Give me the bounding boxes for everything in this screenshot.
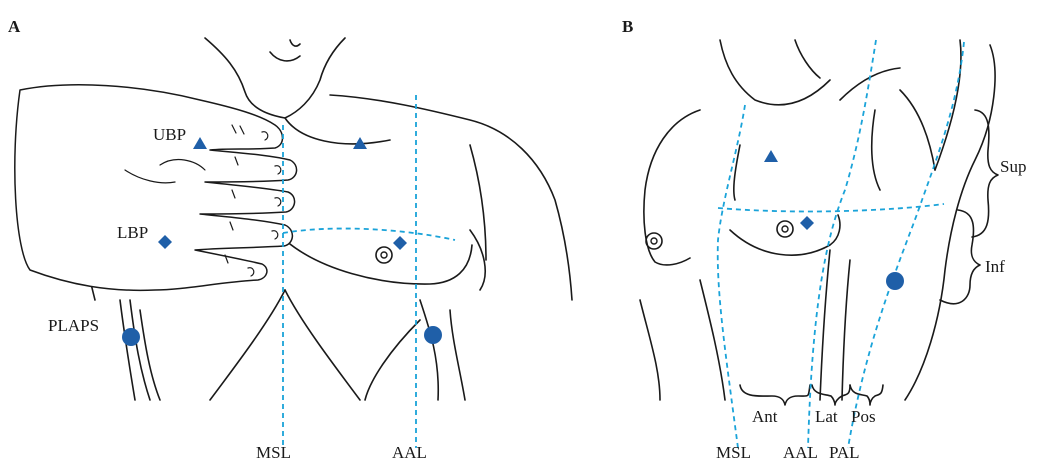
panel-a-label: A: [8, 17, 21, 36]
panel-b-plaps-circle-marker: [886, 272, 904, 290]
panel-a-lower-point-diamond-marker: [393, 236, 407, 250]
panel-b-horizontal-line: [718, 204, 944, 211]
panel-b-msl-line: [718, 105, 745, 448]
panel-b-inf-label: Inf: [985, 257, 1005, 276]
panel-b-msl-label: MSL: [716, 443, 751, 462]
panel-a-lbp-label: LBP: [117, 223, 148, 242]
panel-b-pos-label: Pos: [851, 407, 876, 426]
panel-a-plaps-circle-marker: [122, 328, 140, 346]
panel-a: A: [8, 17, 572, 462]
panel-b: B: [622, 17, 1026, 462]
panel-b-upper-point-triangle-marker: [764, 150, 778, 162]
panel-b-torso-outline: [640, 40, 995, 400]
panel-a-examiner-hand: [15, 85, 297, 291]
panel-a-plaps-label: PLAPS: [48, 316, 99, 335]
panel-b-pal-label: PAL: [829, 443, 860, 462]
panel-a-nipple: [376, 247, 392, 263]
panel-b-sup-label: Sup: [1000, 157, 1026, 176]
panel-a-horizontal-line: [283, 229, 455, 240]
panel-b-horizontal-braces: [740, 385, 883, 405]
panel-a-msl-label: MSL: [256, 443, 291, 462]
panel-b-lower-point-diamond-marker: [800, 216, 814, 230]
panel-b-ant-label: Ant: [752, 407, 778, 426]
panel-b-aal-label: AAL: [783, 443, 818, 462]
panel-a-ubp-label: UBP: [153, 125, 186, 144]
panel-b-nipples: [646, 221, 793, 249]
panel-b-lat-label: Lat: [815, 407, 838, 426]
panel-b-label: B: [622, 17, 633, 36]
panel-a-aal-label: AAL: [392, 443, 427, 462]
panel-a-plaps-circle-marker-right: [424, 326, 442, 344]
